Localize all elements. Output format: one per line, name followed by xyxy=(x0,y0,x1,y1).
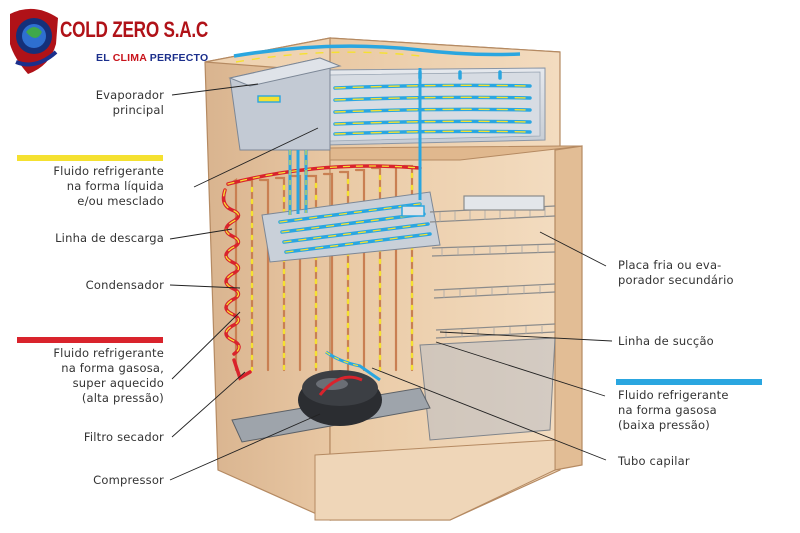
label-line: principal xyxy=(112,103,164,117)
evaporator-main xyxy=(228,44,521,151)
label-fluido-gasosa-quente: Fluido refrigerante na forma gasosa, sup… xyxy=(53,346,164,406)
legend-swatch-hot-gas xyxy=(17,337,163,343)
legend-swatch-liquid xyxy=(17,155,163,161)
label-line: na forma gasosa xyxy=(618,403,717,417)
label-line: super aquecido xyxy=(72,376,164,390)
label-line: (baixa pressão) xyxy=(618,418,710,432)
label-line: (alta pressão) xyxy=(81,391,164,405)
label-compressor: Compressor xyxy=(93,473,164,487)
label-tubo-capilar: Tubo capilar xyxy=(618,454,690,468)
brand-logo: COLD ZERO S.A.C EL CLIMA PERFECTO xyxy=(6,4,216,76)
label-line: na forma gasosa, xyxy=(61,361,164,375)
label-line: e/ou mesclado xyxy=(77,194,164,208)
label-line: Fluido refrigerante xyxy=(618,388,729,402)
label-line: Evaporador xyxy=(95,88,164,102)
label-evaporador-principal: Evaporador principal xyxy=(96,88,164,118)
connecting-lines xyxy=(288,68,422,215)
label-line: na forma líquida xyxy=(66,179,164,193)
label-linha-descarga: Linha de descarga xyxy=(55,231,164,245)
compressor-assembly xyxy=(231,350,431,443)
label-line: porador secundário xyxy=(618,273,734,287)
freezer-compartment xyxy=(324,67,546,146)
label-line: Fluido refrigerante xyxy=(53,346,164,360)
label-filtro-secador: Filtro secador xyxy=(83,430,164,444)
brand-title: COLD ZERO S.A.C xyxy=(60,17,209,42)
label-line: Fluido refrigerante xyxy=(53,164,164,178)
brand-subtitle-highlight: CLIMA xyxy=(112,52,147,64)
brand-subtitle: EL CLIMA PERFECTO xyxy=(96,52,208,64)
leader-lines xyxy=(169,83,613,481)
brand-emblem-icon xyxy=(10,8,58,74)
brand-subtitle-prefix: EL xyxy=(96,52,110,64)
label-fluido-liquida: Fluido refrigerante na forma líquida e/o… xyxy=(53,164,164,209)
crisper-drawer xyxy=(419,337,556,441)
label-condensador: Condensador xyxy=(85,278,164,292)
label-linha-succao: Linha de sucção xyxy=(618,334,714,348)
label-line: Placa fria ou eva- xyxy=(618,258,722,272)
condenser-coils xyxy=(221,164,422,381)
legend-swatch-cold-gas xyxy=(616,379,762,385)
label-placa-fria: Placa fria ou eva- porador secundário xyxy=(618,258,734,288)
label-fluido-gasosa-fria: Fluido refrigerante na forma gasosa (bai… xyxy=(618,388,729,433)
brand-subtitle-suffix: PERFECTO xyxy=(149,52,209,64)
